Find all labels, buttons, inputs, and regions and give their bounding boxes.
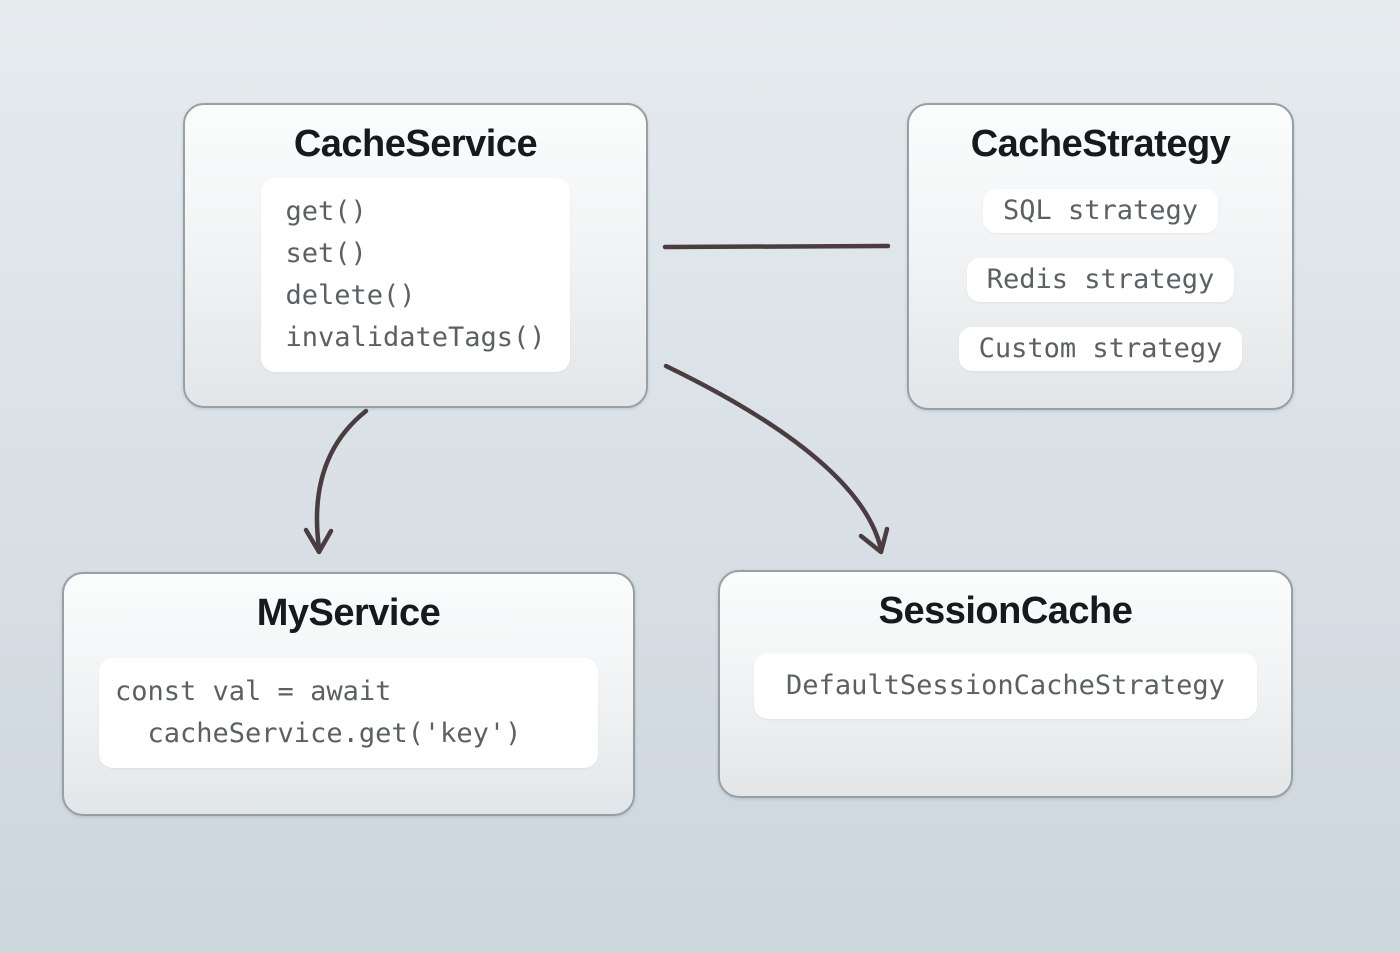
edge-cacheservice-to-sessioncache-arrow [663, 363, 890, 555]
edge-cacheservice-to-cachestrategy-line [662, 243, 891, 250]
code-line: cacheService.get('key') [115, 718, 522, 749]
method-label: set() [285, 238, 367, 269]
node-cachestrategy-title: CacheStrategy [970, 123, 1231, 165]
arrow-shaft [314, 408, 369, 551]
method-label: invalidateTags() [285, 322, 546, 353]
node-cacheservice-title: CacheService [293, 123, 538, 165]
method-label: get() [285, 196, 367, 227]
node-sessioncache-title: SessionCache [878, 590, 1133, 632]
edge-cacheservice-to-myservice-arrow [303, 408, 369, 555]
node-sessioncache: SessionCache DefaultSessionCacheStrategy [718, 570, 1293, 798]
strategy-pill-redis: Redis strategy [966, 258, 1235, 302]
arrow-shaft [663, 363, 884, 552]
strategy-pill-sql: SQL strategy [982, 189, 1219, 233]
sessioncache-strategy-box: DefaultSessionCacheStrategy [754, 653, 1257, 719]
myservice-code-box: const val = await cacheService.get('key'… [99, 658, 598, 768]
cacheservice-methods-box: get() set() delete() invalidateTags() [261, 178, 570, 372]
arrowhead-icon [303, 527, 334, 555]
node-cachestrategy: CacheStrategy SQL strategy Redis strateg… [907, 103, 1294, 410]
node-myservice-title: MyService [256, 592, 441, 634]
node-cacheservice: CacheService get() set() delete() invali… [183, 103, 648, 408]
node-myservice: MyService const val = await cacheService… [62, 572, 635, 816]
strategy-label: DefaultSessionCacheStrategy [786, 670, 1225, 701]
strategy-pill-custom: Custom strategy [958, 327, 1243, 371]
code-line: const val = await [115, 676, 392, 707]
method-label: delete() [285, 280, 416, 311]
strategy-pill-stack: SQL strategy Redis strategy Custom strat… [909, 189, 1292, 371]
arrowhead-icon [858, 526, 890, 555]
